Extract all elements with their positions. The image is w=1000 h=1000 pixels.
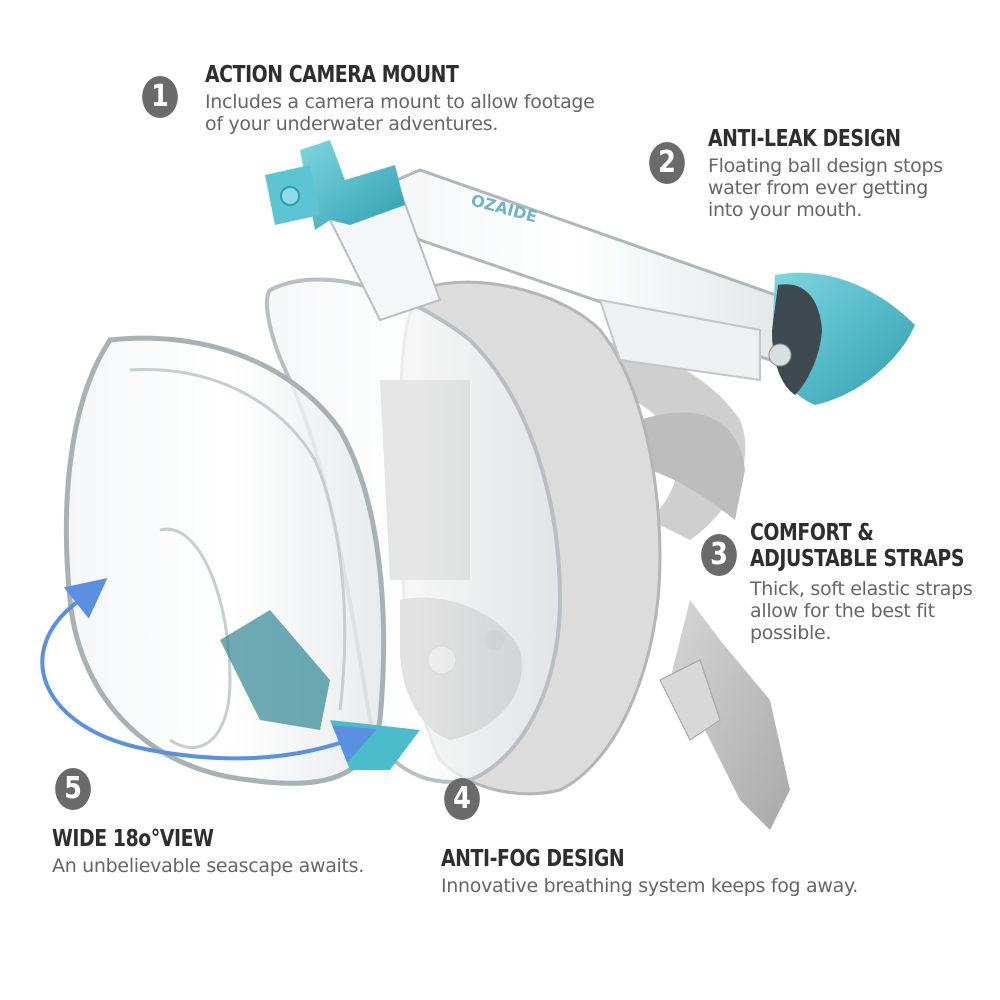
callout-4-title: ANTI-FOG DESIGN <box>441 846 625 872</box>
callout-action-camera-mount: ACTION CAMERA MOUNT Includes a camera mo… <box>205 62 595 135</box>
callout-wide-180-view: WIDE 18o°VIEW An unbelievable seascape a… <box>52 826 364 877</box>
callout-2-description: Floating ball design stops water from ev… <box>708 155 943 221</box>
action-camera-mount <box>265 140 405 230</box>
callout-4-number-badge: 4 <box>444 778 480 820</box>
callout-comfort-adjustable-straps: COMFORT & ADJUSTABLE STRAPS Thick, soft … <box>750 520 1000 644</box>
anti-leak-valve-cap <box>768 272 915 405</box>
callout-4-description: Innovative breathing system keeps fog aw… <box>441 875 858 897</box>
front-lens <box>63 335 420 786</box>
snorkel-tube: OZAIDE <box>328 168 792 382</box>
callout-1-description: Includes a camera mount to allow footage… <box>205 91 595 135</box>
callout-3-title-line-2: ADJUSTABLE STRAPS <box>750 546 965 572</box>
callout-3-title-line-1: COMFORT & <box>750 520 874 546</box>
callout-1-title: ACTION CAMERA MOUNT <box>205 62 459 88</box>
callout-5-description: An unbelievable seascape awaits. <box>52 855 365 877</box>
straps <box>520 339 790 830</box>
callout-2-title: ANTI-LEAK DESIGN <box>708 126 901 152</box>
callout-anti-leak-design: ANTI-LEAK DESIGN Floating ball design st… <box>708 126 943 221</box>
callout-3-number-badge: 3 <box>701 534 737 576</box>
callout-2-number-badge: 2 <box>649 142 685 184</box>
callout-3-description: Thick, soft elastic straps allow for the… <box>750 578 973 644</box>
wide-view-arrow <box>40 598 377 763</box>
callout-5-number-badge: 5 <box>55 768 91 810</box>
callout-5-title: WIDE 18o°VIEW <box>52 826 214 852</box>
callout-1-number-badge: 1 <box>142 76 178 118</box>
callout-anti-fog-design: ANTI-FOG DESIGN Innovative breathing sys… <box>441 846 858 897</box>
